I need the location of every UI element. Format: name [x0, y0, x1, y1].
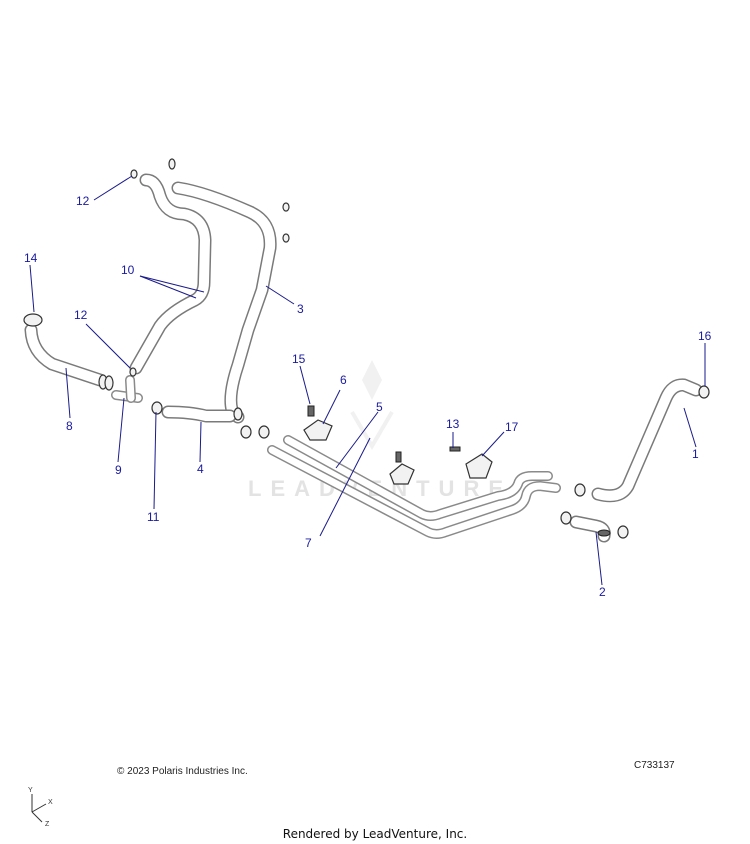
callout-16: 16 [698, 329, 712, 343]
callout-10: 10 [121, 263, 135, 277]
hose-part-10 [129, 173, 212, 375]
callout-13: 13 [446, 417, 460, 431]
brackets [303, 405, 493, 485]
callouts: 1 2 3 4 5 6 7 8 9 10 11 12 12 13 14 15 1… [24, 194, 712, 599]
elbow-part-2 [569, 515, 611, 543]
callout-8: 8 [66, 419, 73, 433]
axis-x-label: X [48, 799, 53, 806]
callout-12-mid: 12 [74, 308, 88, 322]
watermark-logo [350, 360, 394, 450]
tee-part-9 [111, 375, 143, 403]
hose-part-4 [161, 405, 237, 423]
clamps [23, 158, 710, 539]
callout-17: 17 [505, 420, 519, 434]
callout-1: 1 [692, 447, 699, 461]
callout-4: 4 [197, 462, 204, 476]
callout-3: 3 [297, 302, 304, 316]
callout-5: 5 [376, 400, 383, 414]
callout-11: 11 [147, 510, 160, 524]
hose-part-1 [591, 378, 703, 503]
axis-triad: Y X Z [28, 787, 53, 828]
callout-9: 9 [115, 463, 122, 477]
tube-part-5 [283, 435, 553, 521]
tube-part-7 [267, 445, 561, 539]
callout-12-top: 12 [76, 194, 90, 208]
hose-part-8 [24, 323, 107, 387]
rendered-by-text: Rendered by LeadVenture, Inc. [282, 827, 468, 841]
callout-6: 6 [340, 373, 347, 387]
callout-7: 7 [305, 536, 312, 550]
axis-z-label: Z [45, 821, 50, 828]
axis-y-label: Y [28, 787, 33, 794]
drawing-id: C733137 [634, 760, 675, 771]
leader-lines [29, 175, 706, 586]
callout-14: 14 [24, 251, 38, 265]
callout-2: 2 [599, 585, 606, 599]
callout-15: 15 [292, 352, 306, 366]
copyright-text: © 2023 Polaris Industries Inc. [117, 766, 248, 777]
